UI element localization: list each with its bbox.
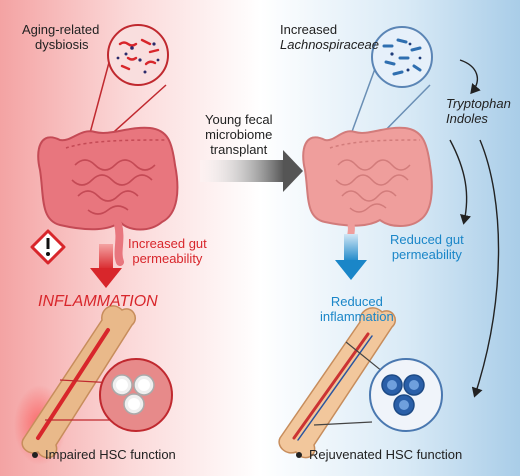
- inflamed-intestine: [37, 126, 179, 266]
- hazard-warning-icon: [30, 229, 66, 265]
- impaired-hsc-item: Impaired HSC function: [32, 447, 176, 462]
- reduce-arrow-blue: [335, 234, 367, 280]
- reduced-inflammation-line2: inflammation: [320, 309, 394, 324]
- bullet-dot: [32, 451, 38, 458]
- inflammation-label: INFLAMMATION: [38, 293, 158, 310]
- tryptophan-text: Tryptophan: [446, 96, 511, 111]
- rejuvenated-hsc-circle: [369, 358, 443, 432]
- impaired-hsc-text: Impaired HSC function: [45, 447, 176, 462]
- reduced-permeability-line2: permeability: [391, 247, 462, 262]
- rejuvenated-hsc-text: Rejuvenated HSC function: [309, 447, 463, 462]
- reduced-permeability-label: Reduced gut permeability: [390, 232, 464, 262]
- increased-permeability-line2: permeability: [132, 251, 203, 266]
- increased-text: Increased: [280, 22, 338, 37]
- lachnospiraceae-text: Lachnospiraceae: [280, 37, 380, 52]
- inflamed-bone: [14, 305, 136, 465]
- dysbiosis-label-line1: Aging-related: [22, 22, 100, 37]
- transplant-line3: transplant: [210, 142, 268, 157]
- rejuvenated-hsc-item: Rejuvenated HSC function: [296, 447, 462, 462]
- reduced-inflammation-line1: Reduced: [330, 294, 383, 309]
- transplant-label: Young fecal microbiome transplant: [205, 112, 272, 157]
- reduced-inflammation-label: Reduced inflammation: [320, 294, 394, 324]
- increased-permeability-line1: Increased gut: [128, 236, 207, 251]
- dysbiosis-microbe-circle: [107, 24, 169, 86]
- metabolites-label: Tryptophan Indoles: [446, 96, 511, 126]
- lachnospiraceae-microbe-circle: [371, 26, 433, 88]
- healthy-intestine: [302, 126, 433, 252]
- transplant-line2: microbiome: [205, 127, 273, 142]
- metabolite-arrows: [449, 59, 500, 398]
- transplant-line1: Young fecal: [205, 112, 273, 127]
- reduced-permeability-line1: Reduced gut: [390, 232, 464, 247]
- transplant-arrow: [200, 150, 303, 192]
- dysbiosis-label: Aging-related dysbiosis: [22, 22, 99, 52]
- increase-arrow-red: [90, 244, 122, 288]
- indoles-text: Indoles: [446, 111, 488, 126]
- bullet-dot: [296, 451, 302, 458]
- increased-permeability-label: Increased gut permeability: [128, 236, 207, 266]
- lachnospiraceae-label: Increased Lachnospiraceae: [280, 22, 379, 52]
- impaired-hsc-circle: [99, 358, 173, 432]
- dysbiosis-label-line2: dysbiosis: [35, 37, 89, 52]
